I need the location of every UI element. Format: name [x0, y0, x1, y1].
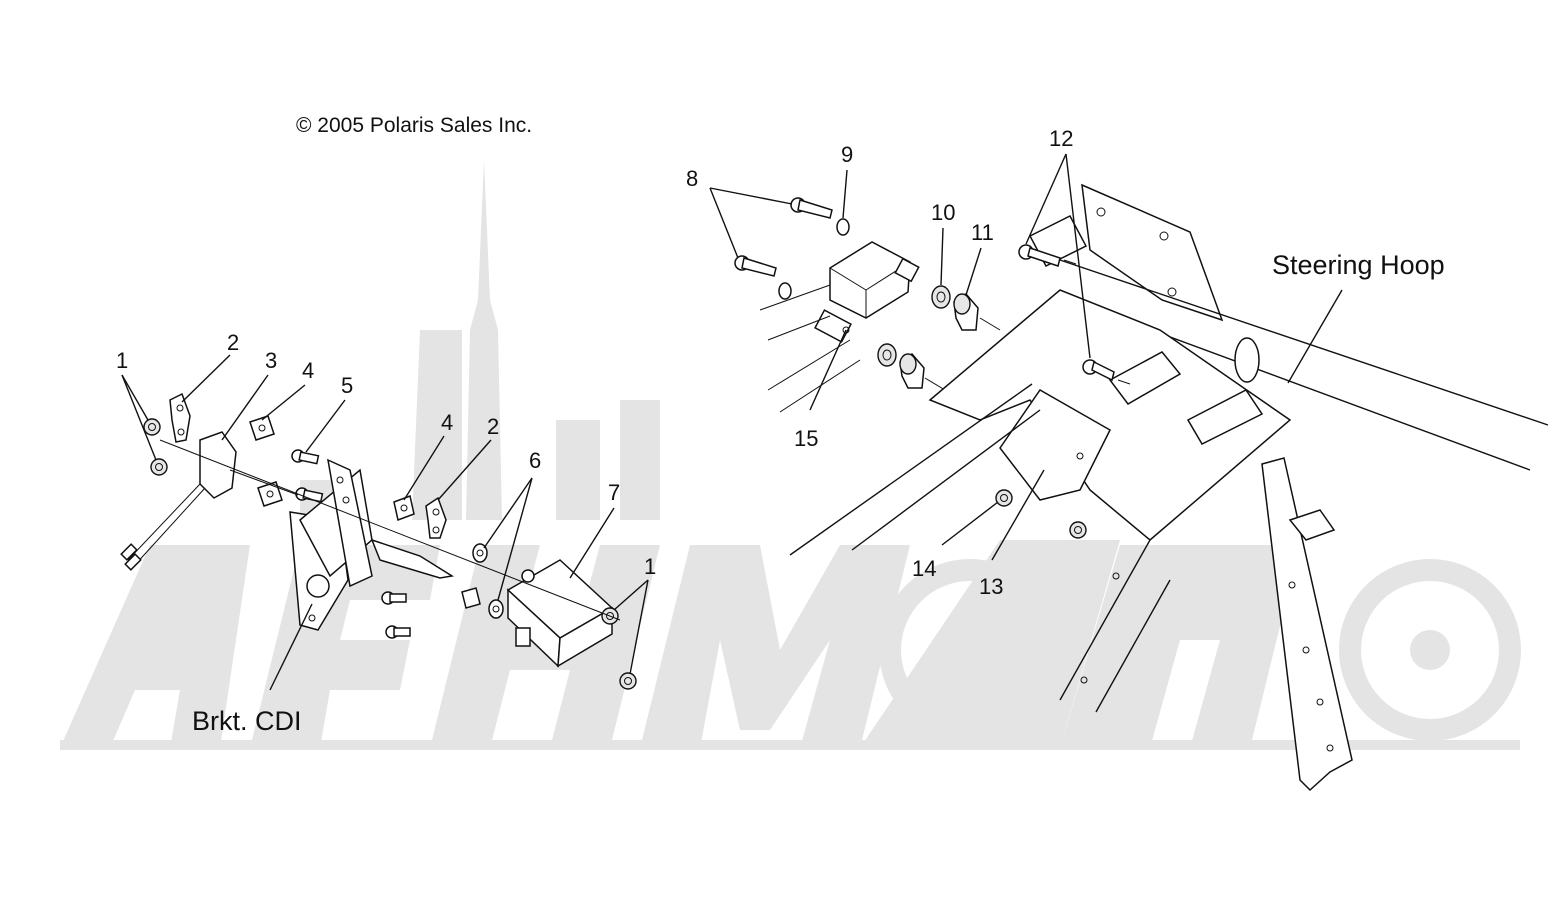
bolt-part-12a — [1018, 244, 1061, 267]
bolt-part-12b — [1082, 359, 1115, 382]
washer-part-4b — [257, 481, 283, 507]
nut-part-1b — [150, 458, 168, 476]
nut-part-14 — [995, 489, 1013, 507]
callout-1-right: 1 — [644, 554, 656, 579]
washer-part-6b — [488, 599, 504, 619]
cdi-bracket — [289, 458, 455, 631]
label-steering-hoop: Steering Hoop — [1272, 250, 1445, 280]
coil-assembly — [734, 197, 1001, 413]
bolt-part-5b — [295, 487, 324, 503]
bushing-part-11a — [953, 293, 979, 331]
ignition-coil — [759, 241, 920, 413]
callout-2-right: 2 — [487, 414, 499, 439]
bracket-part-13 — [999, 389, 1111, 501]
callout-15: 15 — [794, 426, 818, 451]
washer-part-4a — [249, 415, 275, 441]
bracket-bolt-b — [385, 625, 411, 639]
bolt-part-5a — [291, 449, 320, 465]
leader-lines — [121, 153, 1343, 691]
callout-3: 3 — [265, 348, 277, 373]
washer-part-6a — [472, 543, 488, 563]
cdi-box-part-7 — [506, 559, 614, 668]
watermark-logo — [60, 160, 1521, 750]
callout-4-left: 4 — [302, 358, 314, 383]
small-washer — [461, 587, 481, 609]
callout-6: 6 — [529, 448, 541, 473]
bracket-bolt-a — [381, 591, 407, 605]
nut-part-1a — [143, 418, 161, 436]
steering-hoop-frame — [789, 183, 1549, 792]
callout-10: 10 — [931, 200, 955, 225]
callout-13: 13 — [979, 574, 1003, 599]
callout-12: 12 — [1049, 126, 1073, 151]
callout-14: 14 — [912, 556, 936, 581]
cdi-bracket-assembly — [120, 392, 637, 690]
washer-part-9a — [836, 218, 850, 236]
clip-part-2b — [425, 496, 447, 539]
callout-4-right: 4 — [441, 410, 453, 435]
washer-part-9b — [778, 282, 792, 300]
bolt-part-8a — [790, 197, 833, 219]
callout-11: 11 — [971, 220, 994, 245]
sensor-part-3 — [120, 431, 237, 571]
callout-9: 9 — [841, 142, 853, 167]
nut-part-1d — [619, 672, 637, 690]
bushing-part-11b — [899, 353, 925, 389]
washer-part-10b — [877, 343, 897, 367]
callout-5: 5 — [341, 373, 353, 398]
clip-part-2 — [169, 392, 191, 443]
copyright-notice: © 2005 Polaris Sales Inc. — [296, 114, 532, 137]
callout-8: 8 — [686, 166, 698, 191]
callout-7: 7 — [608, 480, 620, 505]
bolt-part-8b — [734, 255, 777, 277]
callout-2-left: 2 — [227, 330, 239, 355]
nut-part-14b — [1069, 521, 1087, 539]
washer-part-10a — [931, 285, 951, 309]
label-brkt-cdi: Brkt. CDI — [192, 706, 302, 736]
callout-1-left: 1 — [116, 348, 128, 373]
